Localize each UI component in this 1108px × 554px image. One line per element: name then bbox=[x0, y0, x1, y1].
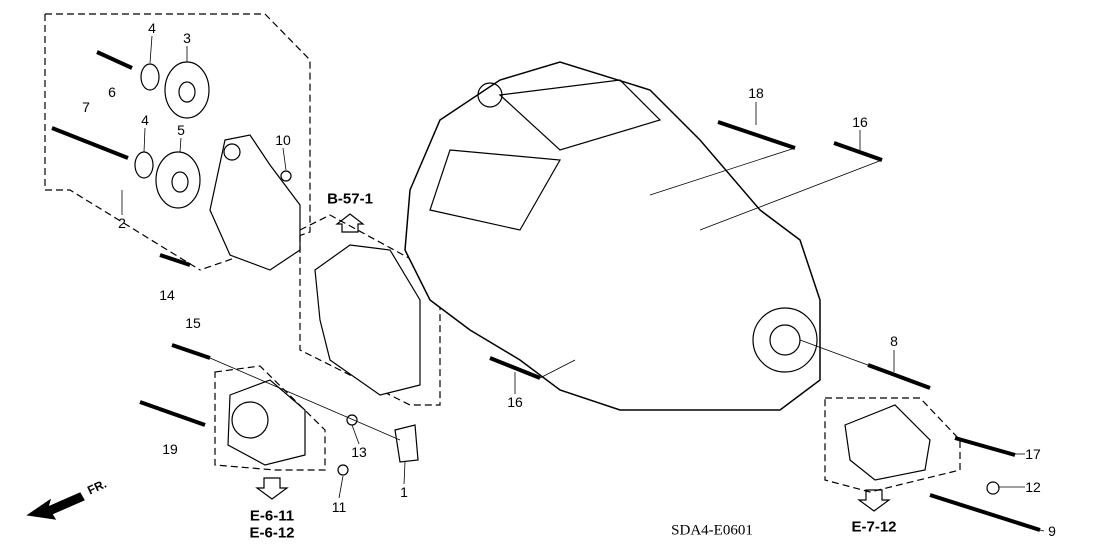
bracket-1 bbox=[394, 424, 419, 463]
reference-e-6-11[interactable]: E-6-11 bbox=[249, 507, 295, 525]
callout-14: 14 bbox=[159, 287, 175, 303]
arrow-up-b57 bbox=[335, 213, 365, 233]
reference-b-57-1[interactable]: B-57-1 bbox=[327, 190, 373, 208]
bolt-16b bbox=[489, 356, 541, 380]
callout-4b: 4 bbox=[141, 112, 149, 128]
bolt-17 bbox=[954, 436, 1016, 457]
alternator-bracket bbox=[314, 244, 421, 396]
alternator-outline bbox=[214, 365, 326, 471]
engine-transmission bbox=[404, 61, 821, 411]
arrow-down-e7 bbox=[857, 489, 891, 512]
callout-1: 1 bbox=[400, 484, 408, 500]
bolt-19 bbox=[139, 400, 206, 427]
callout-18: 18 bbox=[748, 85, 764, 101]
idler-pulley-5 bbox=[155, 151, 201, 209]
starter-outline bbox=[824, 397, 961, 493]
callout-5: 5 bbox=[177, 122, 185, 138]
bracket-outline bbox=[299, 214, 441, 406]
bolt-14 bbox=[159, 253, 191, 267]
front-arrow-icon bbox=[26, 492, 85, 520]
callout-6: 6 bbox=[108, 84, 116, 100]
arrow-down-e6 bbox=[255, 477, 289, 500]
bolt-15 bbox=[171, 343, 211, 360]
bolt-9 bbox=[929, 493, 1041, 532]
starter-motor bbox=[844, 404, 931, 481]
washer-4b bbox=[134, 151, 154, 179]
auto-tensioner bbox=[209, 134, 301, 271]
idler-pulley-3 bbox=[164, 61, 210, 119]
bolt-7 bbox=[51, 126, 129, 160]
callout-2: 2 bbox=[118, 215, 126, 231]
callout-9: 9 bbox=[1048, 523, 1056, 539]
washer-4a bbox=[140, 63, 160, 91]
bolt-18 bbox=[717, 120, 796, 150]
callout-16a: 16 bbox=[852, 114, 868, 130]
diagram-code: SDA4-E0601 bbox=[671, 522, 753, 539]
callout-4: 4 bbox=[148, 20, 156, 36]
alternator bbox=[227, 379, 306, 466]
callout-10: 10 bbox=[275, 132, 291, 148]
callout-15: 15 bbox=[185, 315, 201, 331]
leader-lines bbox=[121, 35, 1045, 532]
bolt-6 bbox=[96, 50, 133, 70]
callout-12: 12 bbox=[1025, 479, 1041, 495]
reference-e-6-12[interactable]: E-6-12 bbox=[249, 524, 295, 542]
bolt-16a bbox=[833, 141, 883, 162]
callout-19: 19 bbox=[162, 441, 178, 457]
callout-13: 13 bbox=[351, 444, 367, 460]
callout-8: 8 bbox=[890, 333, 898, 349]
callout-17: 17 bbox=[1025, 446, 1041, 462]
reference-e-7-12[interactable]: E-7-12 bbox=[851, 518, 897, 536]
callout-3: 3 bbox=[183, 30, 191, 46]
callout-7: 7 bbox=[82, 99, 90, 115]
callout-11: 11 bbox=[331, 499, 347, 515]
callout-16b: 16 bbox=[507, 394, 523, 410]
